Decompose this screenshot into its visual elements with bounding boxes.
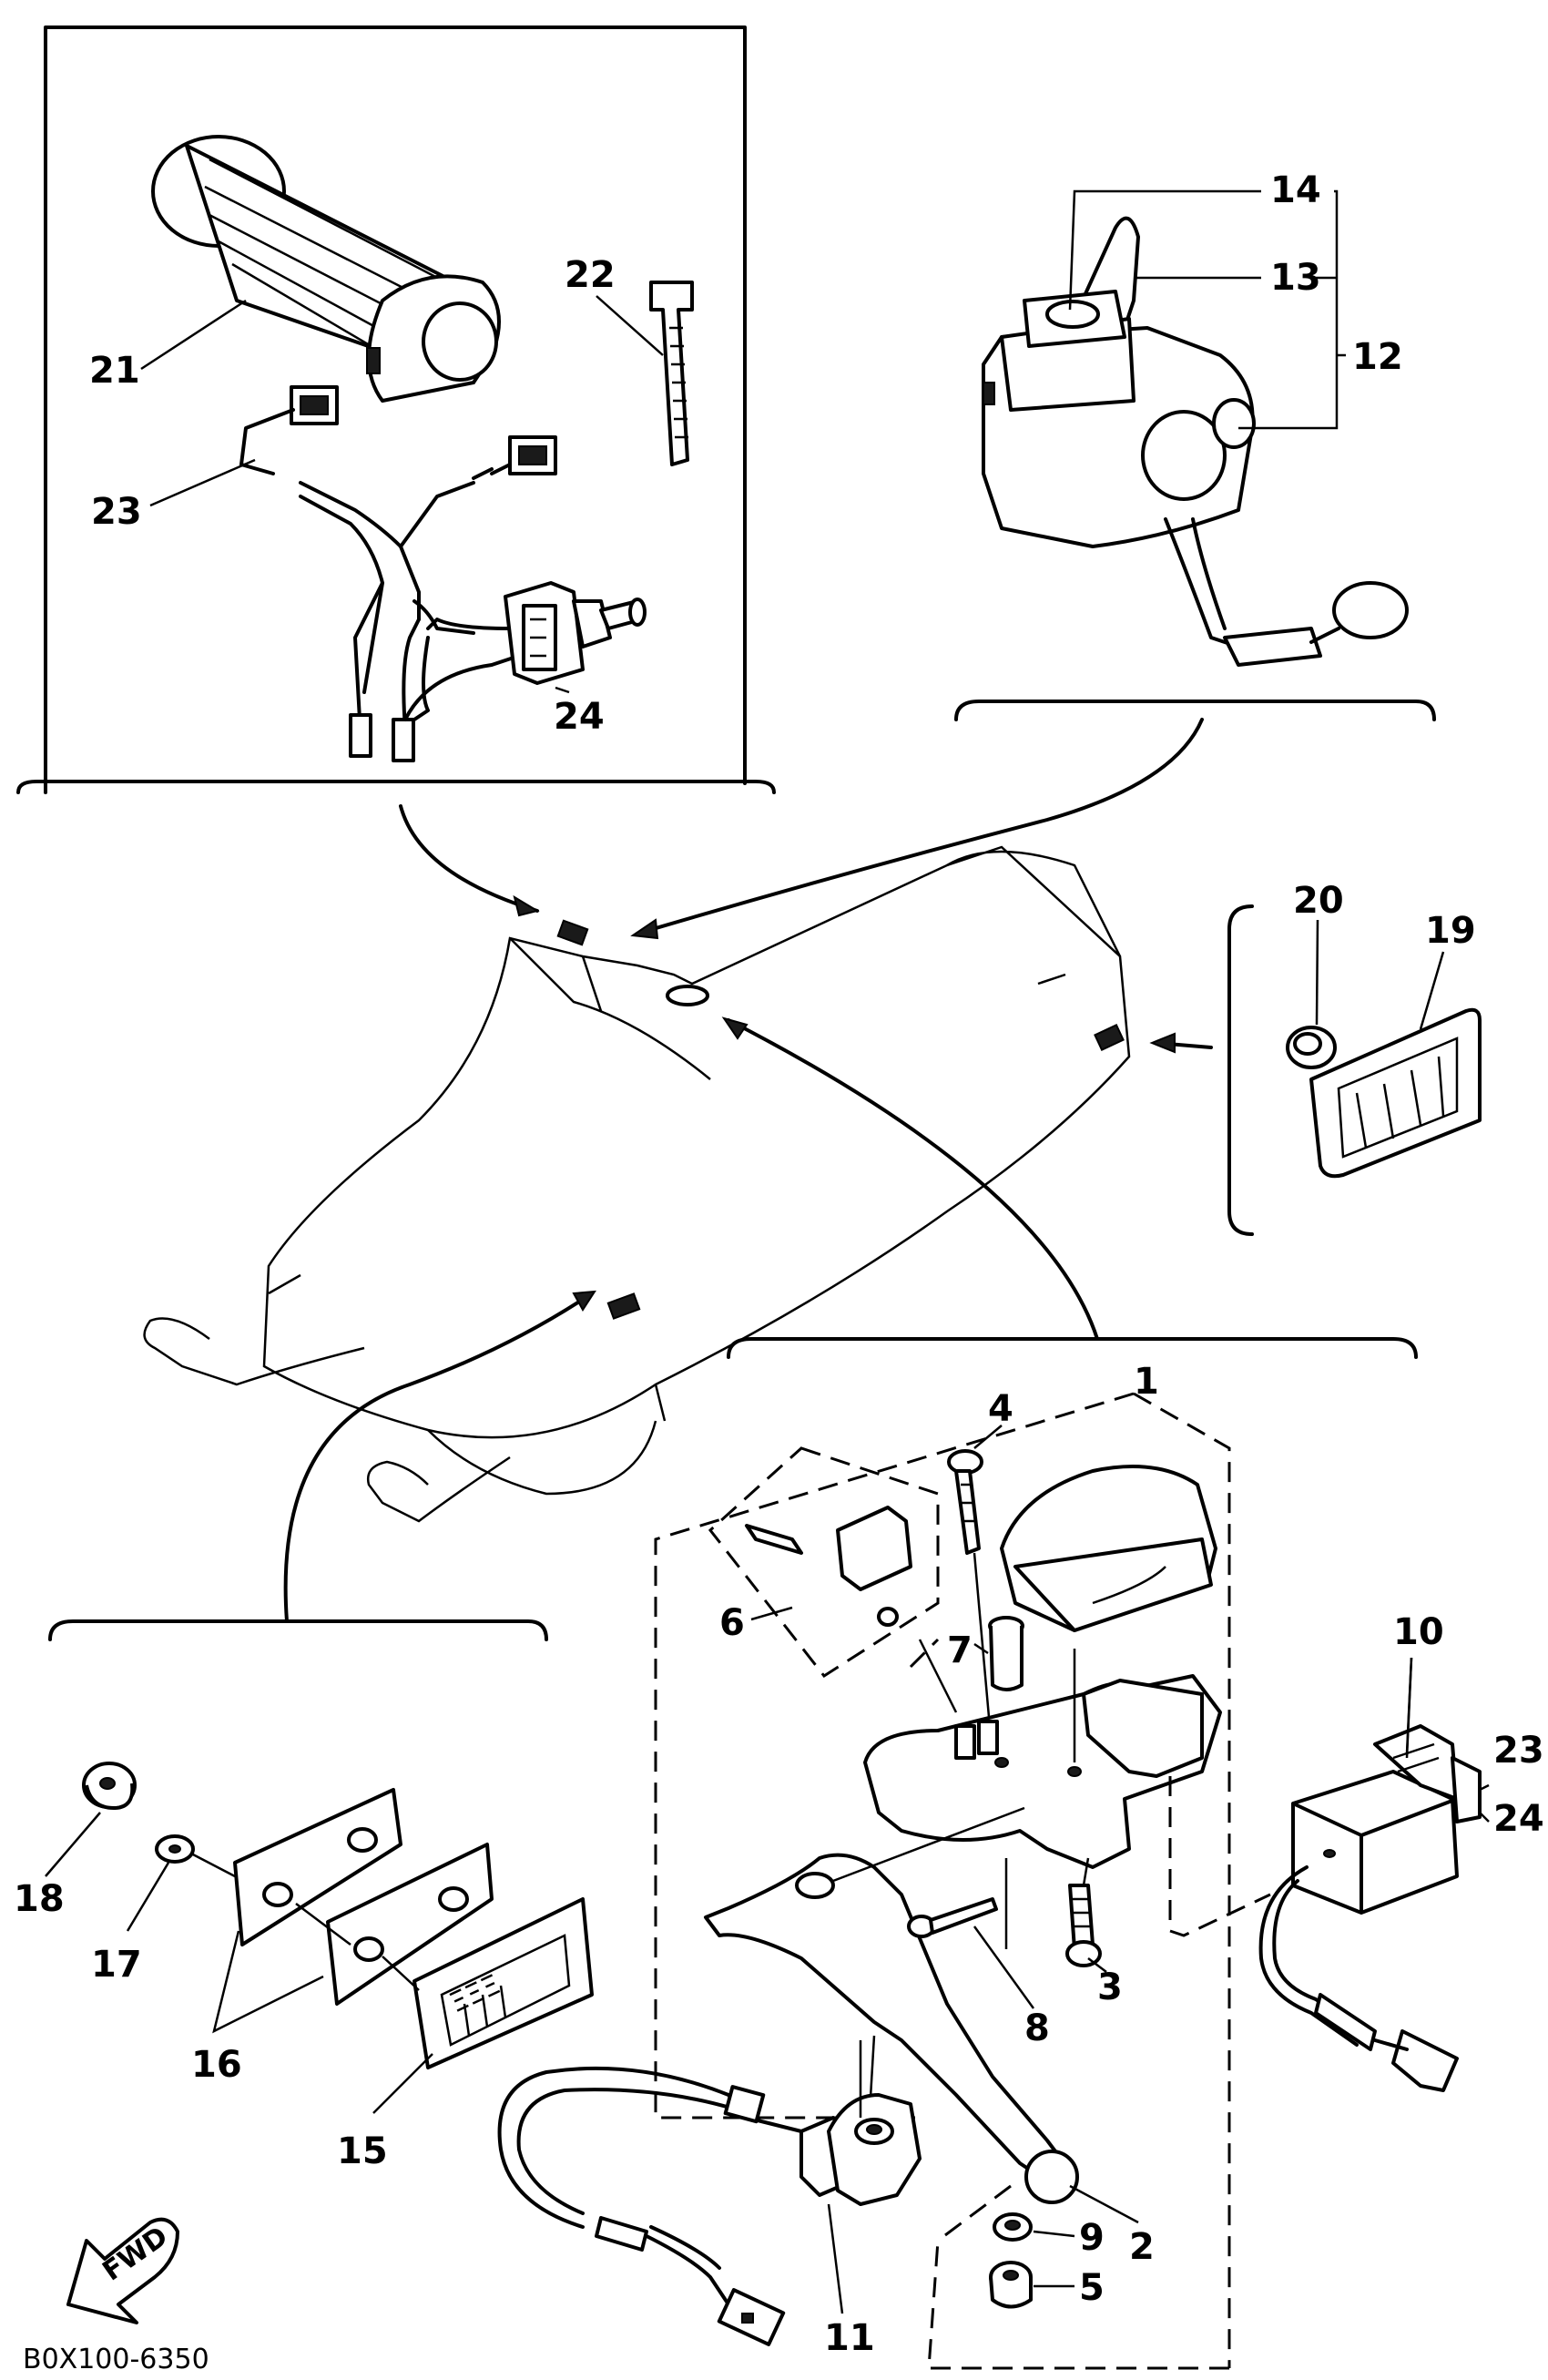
callout-22: 22 — [565, 254, 616, 296]
bolt-3-part — [1065, 1884, 1102, 1967]
nut-20-part — [1286, 1026, 1337, 1069]
leader-24 — [555, 686, 570, 694]
callout-16: 16 — [191, 2044, 242, 2086]
relay-10-part — [1258, 1724, 1482, 2092]
pin-7-part — [988, 1616, 1024, 1691]
leader-8 — [973, 1925, 1035, 2009]
callout-8: 8 — [1024, 2007, 1050, 2049]
inset-throttle-housing: 14 13 12 — [954, 169, 1436, 721]
switch-6-part — [745, 1506, 912, 1627]
leader-9 — [1033, 2230, 1075, 2238]
callout-11: 11 — [824, 2317, 875, 2359]
leader-18 — [45, 1812, 101, 1877]
fwd-arrow: FWD — [66, 2217, 179, 2324]
document-code: B0X100-6350 — [23, 2344, 209, 2375]
plate-16-part — [233, 1788, 494, 2006]
callout-24: 24 — [554, 696, 605, 738]
callout-19: 19 — [1425, 910, 1476, 952]
inset-brake-lever: 1 4 6 7 8 3 2 9 5 11 10 23 24 — [497, 1337, 1544, 2370]
callout-21: 21 — [89, 350, 140, 392]
leader-2 — [1069, 2184, 1139, 2224]
switch-11-part — [497, 2066, 922, 2346]
throttle-housing-part — [982, 216, 1409, 667]
leader-6 — [750, 1606, 793, 1621]
leader-21 — [140, 299, 247, 371]
callout-3: 3 — [1097, 1966, 1123, 2008]
callout-2: 2 — [1129, 2226, 1155, 2268]
washer-17-part — [155, 1834, 195, 1864]
leader-4 — [973, 1425, 1003, 1449]
callout-7: 7 — [947, 1629, 973, 1671]
leader-16 — [212, 1930, 324, 2034]
connector-lines — [283, 718, 1213, 1623]
callout-13: 13 — [1270, 257, 1321, 299]
tie-strap-part — [649, 281, 694, 466]
grip-part — [151, 135, 501, 403]
assembly-outline — [654, 1392, 1231, 2368]
callout-9: 9 — [1079, 2217, 1105, 2259]
callout-5: 5 — [1079, 2267, 1105, 2309]
leader-17 — [126, 1862, 170, 1932]
reflector-15-part: ΞΞΞ — [412, 1897, 594, 2069]
hood-assembly — [143, 845, 1131, 1523]
leader-3 — [1087, 1957, 1107, 1973]
callout-18: 18 — [14, 1878, 65, 1920]
nut-5-part — [989, 2261, 1033, 2309]
leader-23 — [149, 458, 256, 507]
callout-15: 15 — [337, 2130, 388, 2172]
leader-11 — [827, 2203, 844, 2314]
callout-6: 6 — [719, 1602, 745, 1644]
leader-22 — [596, 295, 664, 356]
lever-cap-part — [1000, 1465, 1217, 1632]
callout-17: 17 — [91, 1944, 142, 1986]
leader-19 — [1419, 951, 1445, 1030]
nut-18-part — [82, 1762, 137, 1810]
reflector-19-part — [1309, 1007, 1482, 1179]
leader-20 — [1315, 919, 1319, 1026]
callout-12: 12 — [1352, 336, 1403, 378]
inset-grip-kit: 21 22 23 24 — [16, 26, 776, 794]
screw-4-part — [947, 1449, 983, 1555]
callout-23b: 23 — [1493, 1730, 1544, 1772]
lever-2-part — [704, 1853, 1079, 2204]
toggle-switch-part — [504, 581, 647, 685]
washer-9-part — [993, 2212, 1033, 2242]
inset-reflector: 20 19 — [1227, 880, 1482, 1236]
callout-10: 10 — [1393, 1611, 1444, 1653]
callout-20: 20 — [1293, 880, 1344, 922]
leader-14 — [1068, 189, 1261, 311]
leader-12-bracket — [1238, 189, 1339, 430]
callout-1: 1 — [1134, 1361, 1159, 1403]
inset-plate-fasteners: ΞΞΞ 18 17 16 15 — [14, 1619, 594, 2172]
harness-part — [239, 385, 557, 762]
callout-23: 23 — [91, 491, 142, 533]
callout-14: 14 — [1270, 169, 1321, 211]
leader-15 — [372, 2053, 433, 2114]
callout-24b: 24 — [1493, 1798, 1544, 1840]
screw-8-part — [907, 1897, 998, 1938]
bracket-part — [863, 1674, 1222, 1869]
callout-4: 4 — [988, 1388, 1013, 1430]
